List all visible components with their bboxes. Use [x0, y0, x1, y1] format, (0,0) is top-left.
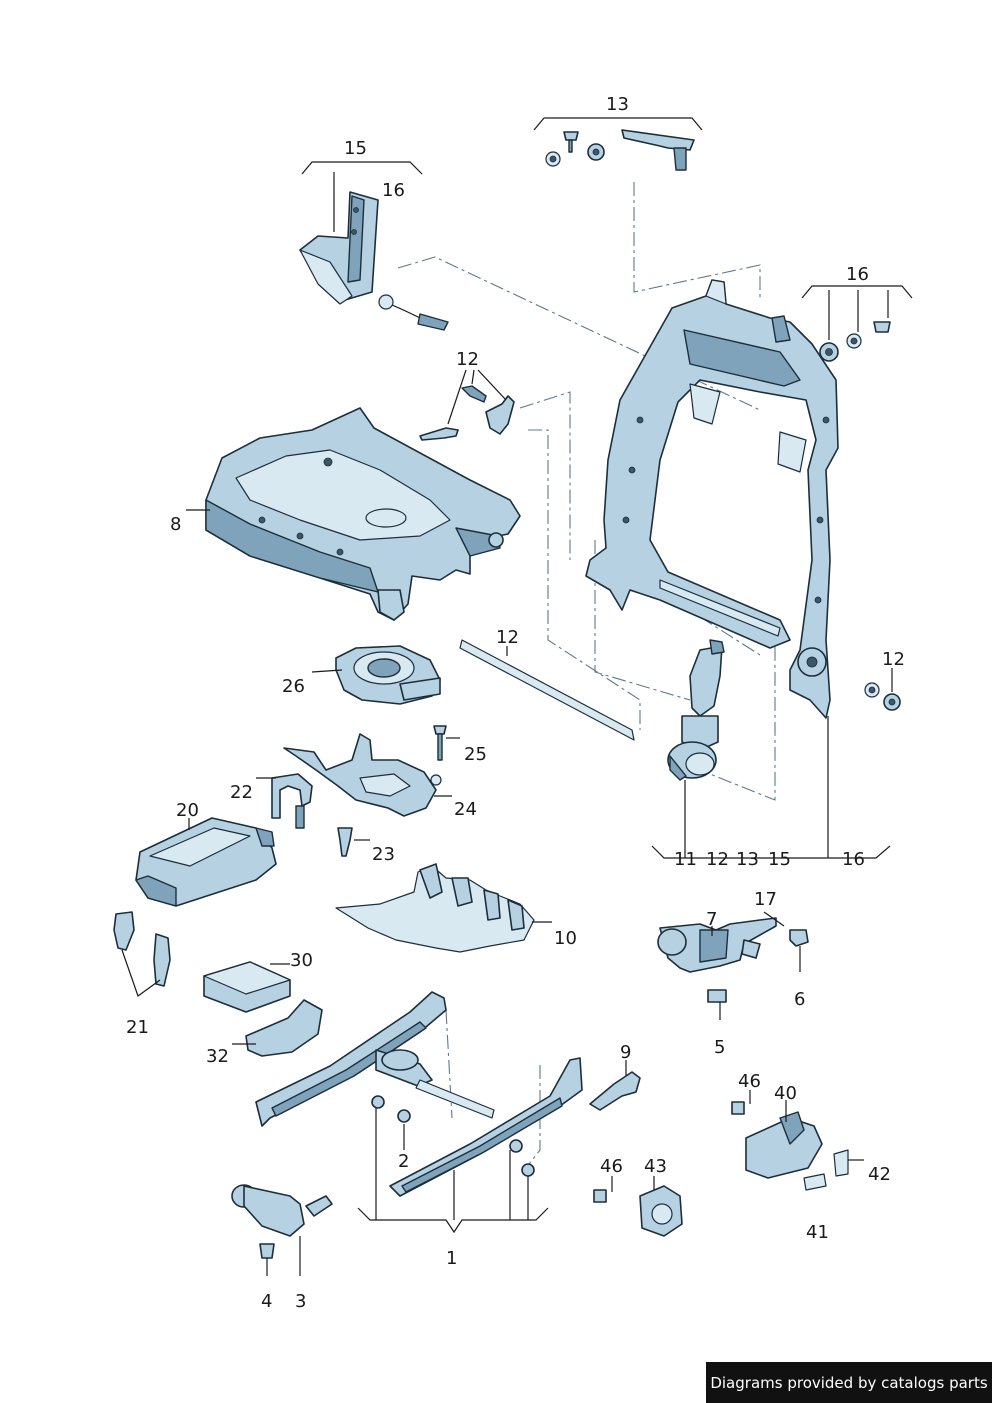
- callout-46-lower: 46: [600, 1156, 623, 1177]
- callout-43: 43: [644, 1156, 667, 1177]
- leader-lines: [186, 117, 913, 1276]
- part-21-plugs: [113, 911, 171, 997]
- part-24-mounting-plate: [283, 733, 442, 817]
- callout-21: 21: [126, 1017, 149, 1038]
- callout-5: 5: [714, 1037, 725, 1058]
- callout-20: 20: [176, 800, 199, 821]
- callout-10: 10: [554, 928, 577, 949]
- callout-9: 9: [620, 1042, 631, 1063]
- part-20-control-unit: [135, 817, 277, 907]
- callout-4: 4: [261, 1291, 272, 1312]
- callout-16-bottom: 16: [842, 849, 865, 870]
- part-9-lever: [589, 1071, 641, 1111]
- part-30-module: [203, 961, 291, 1013]
- part-8-seat-pan: [205, 407, 521, 621]
- credit-banner: Diagrams provided by catalogs parts: [706, 1362, 992, 1403]
- part-43-actuator: [593, 1185, 683, 1237]
- callout-3: 3: [295, 1291, 306, 1312]
- part-5-6-hardware: [707, 929, 809, 1003]
- callout-26: 26: [282, 676, 305, 697]
- callout-12-bottom: 12: [706, 849, 729, 870]
- part-40-switch: [731, 1101, 849, 1191]
- callout-12-bolt: 12: [456, 349, 479, 370]
- callout-30: 30: [290, 950, 313, 971]
- callout-11: 11: [674, 849, 697, 870]
- callout-24: 24: [454, 799, 477, 820]
- rail-fasteners: [371, 1095, 535, 1177]
- callout-25: 25: [464, 744, 487, 765]
- part-15-recliner-bracket: [299, 191, 449, 331]
- part-16-hardware: [819, 321, 891, 362]
- callout-13-top: 13: [606, 94, 629, 115]
- callout-22: 22: [230, 782, 253, 803]
- callout-2: 2: [398, 1151, 409, 1172]
- callout-15-bottom: 15: [768, 849, 791, 870]
- callout-41: 41: [806, 1222, 829, 1243]
- part-12-rod: [459, 639, 635, 741]
- callout-42: 42: [868, 1164, 891, 1185]
- part-10-heater-mat: [335, 863, 535, 953]
- callout-15-top: 15: [344, 138, 367, 159]
- callout-17: 17: [754, 889, 777, 910]
- callout-labels: 13 15 16 16 12 8 12 12 26 25 22 24 20 23…: [126, 94, 905, 1312]
- part-12-hardware-left: [419, 385, 515, 441]
- callout-12-rod: 12: [496, 627, 519, 648]
- callout-16-top: 16: [382, 180, 405, 201]
- callout-46-upper: 46: [738, 1071, 761, 1092]
- part-13-hardware: [545, 129, 695, 171]
- part-25-screw: [433, 725, 447, 761]
- part-22-connector-bracket: [271, 773, 313, 829]
- part-11-adjuster-motor: [667, 639, 725, 781]
- part-3-motor: [231, 1184, 333, 1259]
- callout-1: 1: [446, 1248, 457, 1269]
- part-1-seat-rails: [255, 991, 583, 1197]
- part-23-clip: [337, 827, 353, 857]
- callout-16-right: 16: [846, 264, 869, 285]
- callout-12-right: 12: [882, 649, 905, 670]
- callout-13-bottom: 13: [736, 849, 759, 870]
- part-12-hardware-right: [864, 682, 901, 711]
- backrest-frame: [585, 279, 839, 719]
- callout-32: 32: [206, 1046, 229, 1067]
- callout-8: 8: [170, 514, 181, 535]
- callout-7: 7: [706, 909, 717, 930]
- callout-40: 40: [774, 1083, 797, 1104]
- part-26-blower: [335, 645, 441, 705]
- part-7-motor: [657, 917, 777, 973]
- callout-23: 23: [372, 844, 395, 865]
- callout-6: 6: [794, 989, 805, 1010]
- part-32-holder: [245, 999, 323, 1057]
